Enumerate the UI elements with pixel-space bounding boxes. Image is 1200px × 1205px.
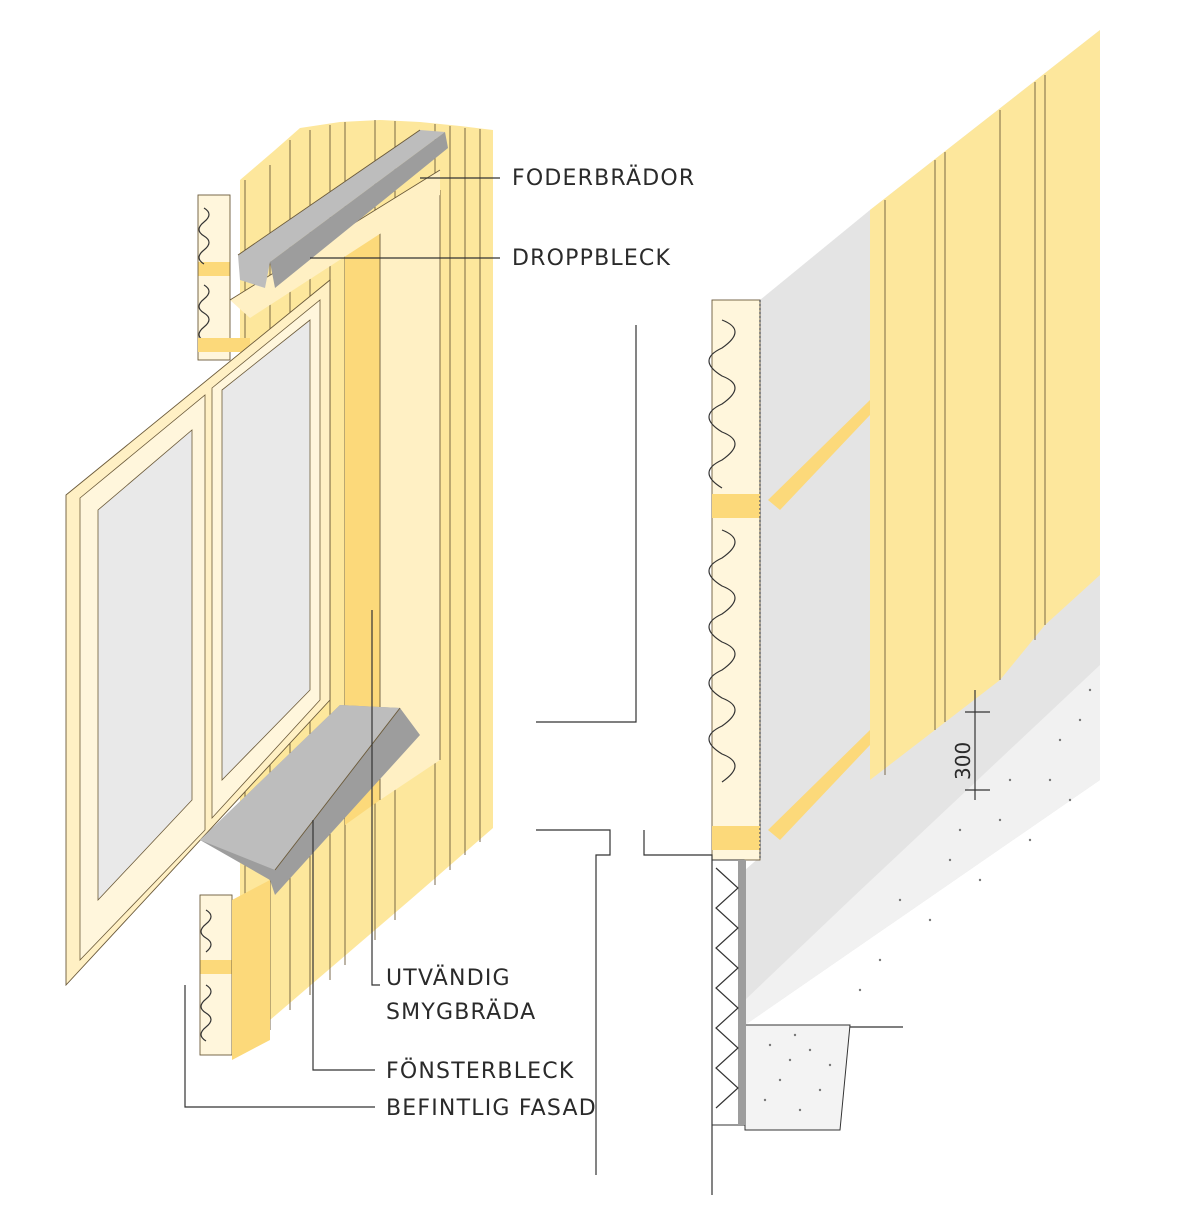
dimension-label: 300	[951, 742, 975, 780]
label-droppbleck: DROPPBLECK	[512, 246, 671, 271]
wall-detail	[708, 30, 1100, 1131]
leader-lines	[184, 177, 990, 1195]
insulation-bottom	[199, 894, 233, 1056]
label-fonsterbleck: FÖNSTERBLECK	[386, 1058, 574, 1084]
label-smygbrada: SMYGBRÄDA	[386, 999, 536, 1025]
label-befintlig-fasad: BEFINTLIG FASAD	[386, 1096, 597, 1121]
label-utvandig: UTVÄNDIG	[386, 965, 511, 991]
wall-board-lines	[884, 75, 1046, 775]
window-detail	[65, 120, 493, 1060]
gravel-dots	[763, 688, 1092, 1112]
insulation-top	[197, 194, 250, 361]
label-foderbrador: FODERBRÄDOR	[512, 165, 695, 191]
wall-section-insulation	[708, 299, 761, 861]
